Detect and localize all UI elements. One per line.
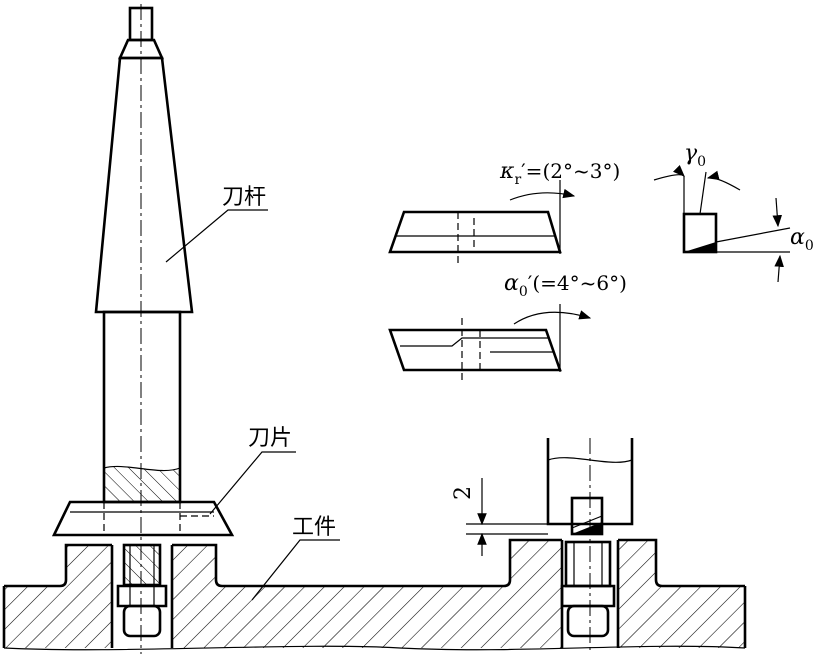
workpiece-label: 工件 bbox=[292, 515, 336, 540]
right-bolt bbox=[560, 540, 616, 638]
dimension-2: 2 bbox=[451, 478, 548, 556]
blade-label: 刀片 bbox=[248, 426, 292, 451]
left-bolt bbox=[116, 543, 168, 638]
workpiece-section bbox=[2, 538, 747, 651]
label-workpiece: 工件 bbox=[251, 515, 340, 601]
kappa-label: κr′=(2°~3°) bbox=[499, 159, 620, 188]
alpha-label: α0 bbox=[790, 225, 814, 254]
label-blade: 刀片 bbox=[209, 426, 296, 515]
label-tool-shank: 刀杆 bbox=[165, 185, 268, 263]
blade bbox=[51, 500, 235, 537]
dimension-value: 2 bbox=[451, 486, 476, 500]
tool-shank-label: 刀杆 bbox=[222, 185, 266, 210]
gamma-label: γ0 bbox=[684, 141, 706, 170]
alpha-prime-label: α0′(=4°~6°) bbox=[504, 271, 627, 300]
blade-detail-top: κr′=(2°~3°) bbox=[388, 159, 620, 266]
tool-shank bbox=[94, 6, 194, 504]
blade-detail-side: α0′(=4°~6°) bbox=[388, 271, 627, 384]
angle-section-detail: γ0 α0 bbox=[653, 141, 814, 283]
